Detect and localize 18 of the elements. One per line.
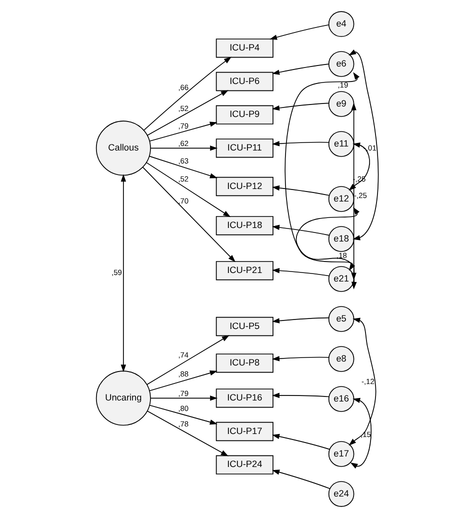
edge-label: ,59 — [111, 268, 122, 277]
edge-label: ,19 — [337, 80, 348, 90]
edge-label: ,80 — [178, 404, 188, 413]
edge-label: ,52 — [178, 104, 188, 113]
edge-label: ,74 — [178, 350, 188, 360]
edge-label: ,52 — [178, 174, 188, 184]
edge-label: ,70 — [178, 196, 188, 206]
edge-label: ,79 — [178, 388, 188, 398]
edge-label: ,63 — [178, 156, 188, 166]
edge-label: ,18 — [336, 251, 346, 260]
edge-label: ,88 — [178, 370, 188, 379]
edge-label: ,15 — [360, 430, 370, 440]
edge-label: ,79 — [178, 121, 188, 130]
edge-label: -,25 — [354, 190, 366, 200]
edge-label: ,78 — [178, 420, 188, 429]
edge-label: ,66 — [178, 83, 188, 92]
edge-label: ,62 — [178, 138, 188, 148]
edge-label: -,12 — [360, 377, 374, 386]
